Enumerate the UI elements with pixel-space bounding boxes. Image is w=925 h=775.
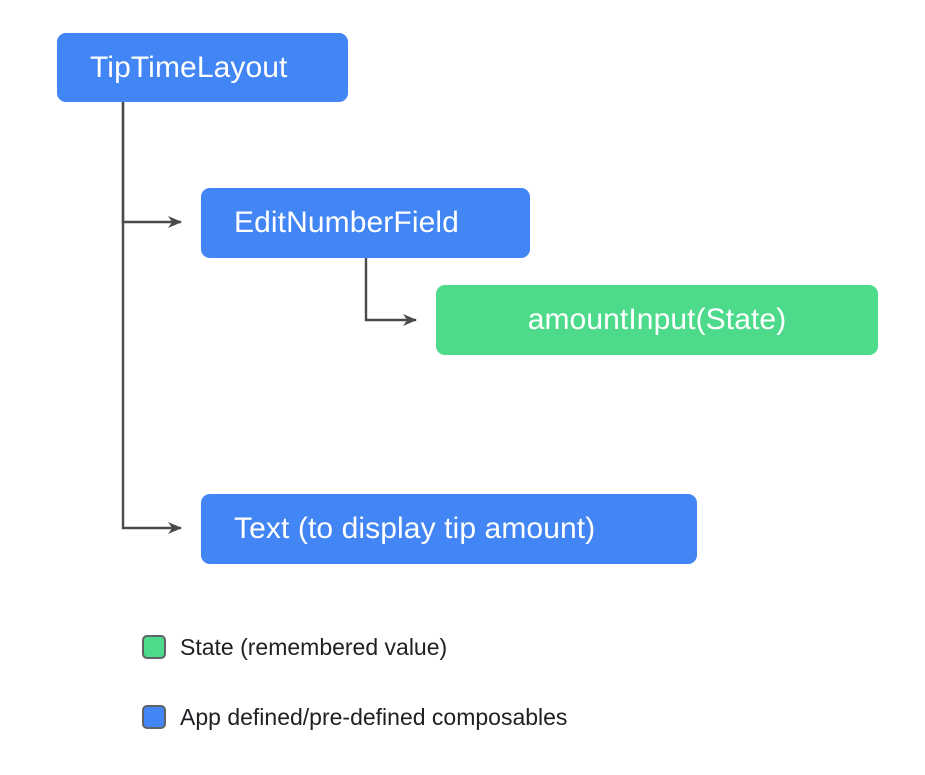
- edge-tiptimelayout-editnumberfield: [121, 102, 182, 228]
- node-text-label: Text (to display tip amount): [234, 512, 596, 545]
- node-amountinput[interactable]: amountInput(State): [436, 285, 878, 355]
- edge-editnumberfield-amountinput: [364, 258, 417, 326]
- legend-item-composable: App defined/pre-defined composables: [142, 700, 567, 734]
- node-tiptimelayout[interactable]: TipTimeLayout: [57, 33, 348, 102]
- legend-swatch-composable-icon: [142, 705, 166, 729]
- node-amountinput-label: amountInput(State): [527, 303, 787, 336]
- node-tiptimelayout-label: TipTimeLayout: [90, 50, 288, 84]
- edge-tiptimelayout-text: [121, 102, 182, 534]
- node-editnumberfield-label: EditNumberField: [234, 206, 459, 239]
- legend-item-state: State (remembered value): [142, 630, 567, 664]
- legend-swatch-state-icon: [142, 635, 166, 659]
- legend-label-composable: App defined/pre-defined composables: [180, 703, 568, 730]
- legend-label-state: State (remembered value): [180, 633, 448, 660]
- node-editnumberfield[interactable]: EditNumberField: [201, 188, 530, 258]
- legend: State (remembered value) App defined/pre…: [142, 630, 567, 770]
- node-text[interactable]: Text (to display tip amount): [201, 494, 697, 564]
